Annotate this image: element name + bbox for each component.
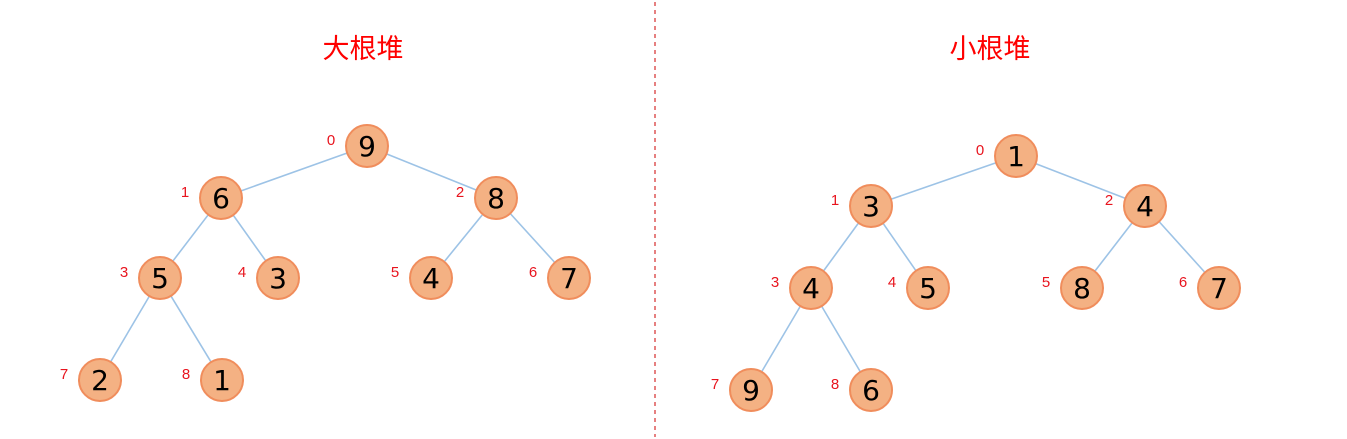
- max-heap-node-value-5: 4: [422, 262, 440, 295]
- max-heap-node-value-1: 6: [212, 182, 230, 215]
- max-heap-edges: [109, 152, 556, 363]
- min-heap-node-value-6: 7: [1210, 272, 1228, 305]
- max-heap-node-value-2: 8: [487, 182, 505, 215]
- max-heap-edge-3-8: [170, 295, 212, 363]
- max-heap-node-value-4: 3: [269, 262, 287, 295]
- min-heap-node-5: 85: [1042, 266, 1104, 310]
- max-heap-node-index-2: 2: [456, 184, 464, 201]
- max-heap-node-circle-7: [78, 358, 122, 402]
- max-heap-node-index-1: 1: [181, 184, 189, 201]
- max-heap-edge-2-5: [443, 213, 484, 263]
- max-heap-node-value-0: 9: [358, 130, 376, 163]
- max-heap-node-index-3: 3: [120, 264, 128, 281]
- min-heap-edge-0-2: [1035, 162, 1126, 200]
- max-heap-node-4: 34: [238, 256, 300, 300]
- max-heap-node-5: 45: [391, 256, 453, 300]
- min-heap-node-index-7: 7: [711, 376, 719, 393]
- min-heap-node-value-7: 9: [742, 374, 760, 407]
- min-heap-edge-2-5: [1094, 222, 1133, 272]
- min-heap-node-circle-3: [789, 266, 833, 310]
- min-heap-node-index-1: 1: [831, 192, 839, 209]
- min-heap-node-index-4: 4: [888, 274, 896, 291]
- min-heap-node-value-4: 5: [919, 272, 937, 305]
- min-heap-node-circle-4: [906, 266, 950, 310]
- max-heap-title: 大根堆: [323, 34, 404, 65]
- max-heap-edge-1-4: [232, 214, 267, 262]
- max-heap-node-7: 27: [60, 358, 122, 402]
- max-heap-node-circle-4: [256, 256, 300, 300]
- max-heap-node-index-8: 8: [182, 366, 190, 383]
- max-heap-node-circle-2: [474, 176, 518, 220]
- min-heap-node-index-0: 0: [976, 142, 984, 159]
- min-heap-node-8: 68: [831, 368, 893, 412]
- max-heap-node-2: 82: [456, 176, 518, 220]
- min-heap-node-6: 76: [1179, 266, 1241, 310]
- min-heap-title: 小根堆: [950, 34, 1031, 65]
- max-heap-node-index-0: 0: [327, 132, 335, 149]
- min-heap-node-0: 10: [976, 134, 1038, 178]
- min-heap-node-index-8: 8: [831, 376, 839, 393]
- min-heap-node-2: 42: [1105, 184, 1167, 228]
- min-heap-node-7: 97: [711, 368, 773, 412]
- min-heap-node-value-5: 8: [1073, 272, 1091, 305]
- max-heap-node-circle-3: [138, 256, 182, 300]
- min-heap-node-circle-8: [849, 368, 893, 412]
- min-heap-edges: [760, 162, 1206, 373]
- min-heap-node-circle-5: [1060, 266, 1104, 310]
- min-heap-node-index-5: 5: [1042, 274, 1050, 291]
- min-heap-edge-3-8: [820, 305, 862, 373]
- max-heap-node-value-6: 7: [560, 262, 578, 295]
- min-heap-edge-1-4: [882, 222, 917, 272]
- min-heap-node-3: 43: [771, 266, 833, 310]
- min-heap-edge-0-1: [890, 162, 997, 200]
- min-heap-edge-1-3: [822, 222, 860, 272]
- max-heap-edge-2-6: [509, 212, 556, 264]
- max-heap-node-8: 18: [182, 358, 244, 402]
- max-heap-edge-1-3: [172, 214, 209, 262]
- min-heap-edge-3-7: [760, 305, 802, 373]
- max-heap-node-6: 76: [529, 256, 591, 300]
- max-heap-node-circle-0: [345, 124, 389, 168]
- max-heap-node-1: 61: [181, 176, 243, 220]
- min-heap-edge-2-6: [1158, 221, 1206, 273]
- max-heap-node-circle-5: [409, 256, 453, 300]
- max-heap-node-circle-8: [200, 358, 244, 402]
- max-heap-node-circle-6: [547, 256, 591, 300]
- min-heap-node-value-2: 4: [1136, 190, 1154, 223]
- max-heap-node-index-6: 6: [529, 264, 537, 281]
- max-heap-node-index-5: 5: [391, 264, 399, 281]
- max-heap-node-value-7: 2: [91, 364, 109, 397]
- max-heap-node-value-8: 1: [213, 364, 231, 397]
- min-heap-node-value-0: 1: [1007, 140, 1025, 173]
- min-heap-node-value-3: 4: [802, 272, 820, 305]
- min-heap-node-value-8: 6: [862, 374, 880, 407]
- max-heap-node-value-3: 5: [151, 262, 169, 295]
- min-heap-node-circle-6: [1197, 266, 1241, 310]
- max-heap-node-index-4: 4: [238, 264, 246, 281]
- max-heap-edge-0-2: [386, 153, 477, 191]
- min-heap-node-4: 54: [888, 266, 950, 310]
- max-heap-node-3: 53: [120, 256, 182, 300]
- max-heap-node-0: 90: [327, 124, 389, 168]
- min-heap-node-index-2: 2: [1105, 192, 1113, 209]
- min-heap-node-circle-2: [1123, 184, 1167, 228]
- min-heap-node-index-3: 3: [771, 274, 779, 291]
- min-heap-node-circle-1: [849, 184, 893, 228]
- max-heap-edge-0-1: [240, 152, 348, 192]
- max-heap-node-circle-1: [199, 176, 243, 220]
- min-heap-node-1: 31: [831, 184, 893, 228]
- min-heap-node-index-6: 6: [1179, 274, 1187, 291]
- min-heap-node-value-1: 3: [862, 190, 880, 223]
- max-heap-node-index-7: 7: [60, 366, 68, 383]
- max-heap-edge-3-7: [109, 295, 151, 363]
- min-heap-node-circle-0: [994, 134, 1038, 178]
- min-heap-node-circle-7: [729, 368, 773, 412]
